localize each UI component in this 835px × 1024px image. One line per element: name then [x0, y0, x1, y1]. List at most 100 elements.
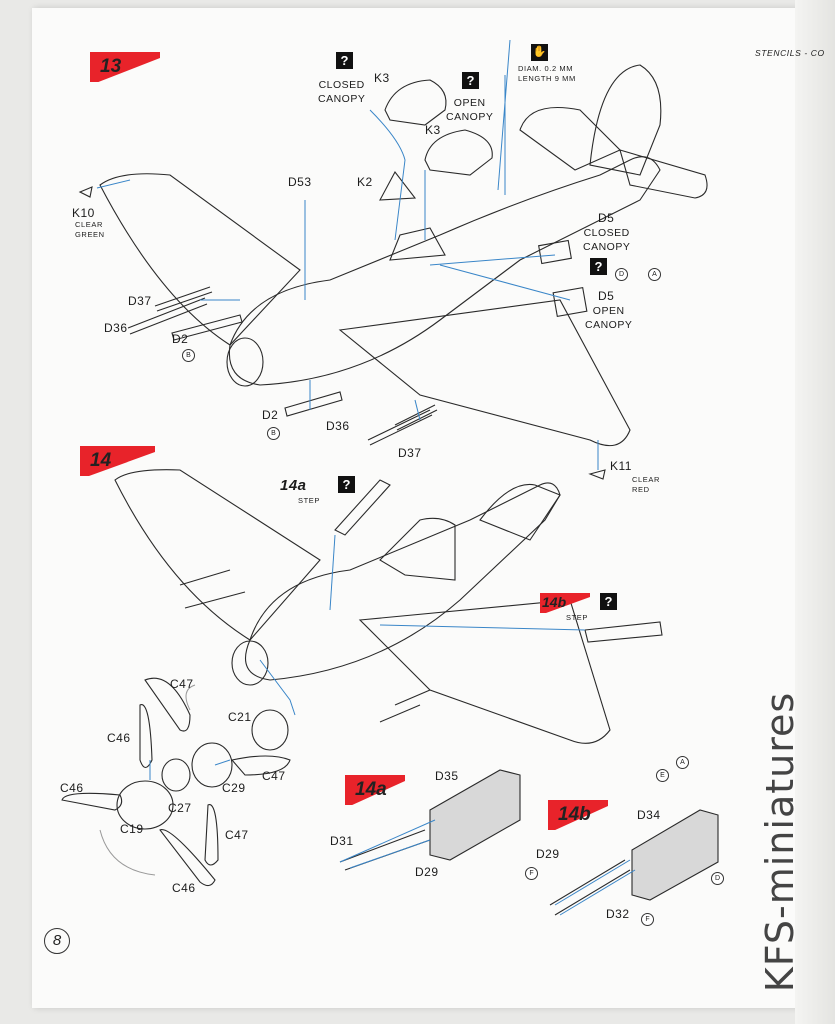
step14-cockpit	[379, 517, 456, 581]
exhaust-d2-left	[171, 314, 243, 341]
part-label-c19: C19	[120, 822, 144, 836]
part-label-d35: D35	[435, 769, 459, 783]
step14-cannons-bottom	[379, 689, 431, 723]
d5-closed-note: CLOSED CANOPY	[583, 227, 631, 254]
paint-code-b: B	[267, 427, 280, 440]
exhaust-d2-bottom	[284, 391, 343, 417]
step-13-flag: 13	[90, 52, 160, 82]
step13-right-wing	[338, 299, 631, 447]
part-label-d2-left: D2	[172, 332, 189, 346]
part-label-c46: C46	[107, 731, 131, 745]
armor-d5-closed	[538, 239, 572, 265]
armor-d5-open	[552, 286, 588, 318]
k10-color-note: CLEAR GREEN	[75, 220, 105, 239]
step13-left-wing	[99, 173, 301, 346]
paint-code-d: D	[615, 268, 628, 281]
part-label-c46-far: C46	[60, 781, 84, 795]
detail-14b-box	[631, 809, 719, 901]
paint-code-f: F	[641, 913, 654, 926]
paint-code-b: B	[182, 349, 195, 362]
page-number: 8	[44, 928, 70, 954]
part-label-k10: K10	[72, 206, 95, 220]
optional-part-icon: ?	[336, 52, 353, 69]
blade-c47-lower	[204, 804, 219, 866]
optional-part-icon: ?	[462, 72, 479, 89]
paint-code-e: E	[656, 769, 669, 782]
part-label-k11: K11	[610, 459, 632, 473]
watermark: KFS-miniatures	[758, 691, 803, 993]
part-label-d37-bottom: D37	[398, 446, 422, 460]
open-canopy-label: OPEN CANOPY	[446, 97, 494, 124]
detail-14a-box	[429, 769, 521, 861]
part-label-c47-bottom: C47	[225, 828, 249, 842]
blade-c47-right	[230, 755, 291, 776]
hub-c27	[161, 758, 191, 792]
blade-c46-upper	[139, 704, 153, 769]
blade-c47-top	[144, 677, 191, 732]
part-label-k3-open: K3	[425, 123, 441, 137]
step-14a-inline-label: 14a	[280, 477, 307, 494]
part-label-d5-closed: D5	[598, 211, 615, 225]
part-label-c47-top: C47	[170, 677, 194, 691]
blade-c46-lower	[159, 829, 216, 887]
step-14a-tube	[334, 479, 391, 536]
cannon-d36-bottom	[367, 409, 433, 446]
step-14a-detail-flag: 14a	[345, 775, 405, 805]
step-14b-detail-flag: 14b	[548, 800, 608, 830]
step14-tail	[479, 483, 561, 541]
step14-fuselage	[245, 482, 561, 681]
closed-canopy-label: CLOSED CANOPY	[318, 79, 366, 106]
part-label-d2-bottom: D2	[262, 408, 279, 422]
detail-14b-tubes	[549, 859, 631, 916]
step-14b-tube	[584, 621, 663, 643]
part-label-d5-open: D5	[598, 289, 615, 303]
step14-left-wing	[114, 469, 321, 641]
step13-spinner	[226, 337, 264, 387]
paint-code-d: D	[711, 872, 724, 885]
cannon-d37-bottom	[394, 404, 438, 431]
canopy-closed-part	[384, 79, 447, 126]
part-label-d29: D29	[415, 865, 439, 879]
next-page-edge	[795, 0, 835, 1024]
part-label-c47-right: C47	[262, 769, 286, 783]
step13-tailplane-right	[619, 149, 708, 199]
hub-c21	[251, 709, 289, 751]
part-label-d34: D34	[637, 808, 661, 822]
wingtip-light-k11	[588, 469, 606, 480]
spinner-c19	[116, 780, 174, 830]
cannon-d37-left	[154, 286, 213, 312]
optional-part-icon: ?	[338, 476, 355, 493]
optional-part-icon: ?	[600, 593, 617, 610]
part-label-d37-left: D37	[128, 294, 152, 308]
step13-tail-fin	[589, 64, 662, 176]
step13-tailplane-left	[519, 106, 621, 171]
step-14a-inline-sub: STEP	[298, 496, 320, 505]
paint-code-f: F	[525, 867, 538, 880]
step-14b-inline-flag: 14b	[540, 593, 590, 613]
blade-c46-left	[61, 792, 123, 811]
part-label-d36-bottom: D36	[326, 419, 350, 433]
part-label-c27: C27	[168, 801, 192, 815]
part-label-d36-left: D36	[104, 321, 128, 335]
part-label-c29: C29	[222, 781, 246, 795]
leader-lines	[96, 39, 636, 916]
backplate-c29	[191, 742, 233, 788]
step-14-flag: 14	[80, 446, 155, 476]
part-label-d29-b: D29	[536, 847, 560, 861]
part-label-d32: D32	[606, 907, 630, 921]
step14-cannons-left	[179, 569, 246, 609]
part-label-k3: K3	[374, 71, 390, 85]
windscreen-k2	[379, 170, 417, 201]
part-label-k2: K2	[357, 175, 373, 189]
paint-code-a: A	[676, 756, 689, 769]
d5-open-note: OPEN CANOPY	[585, 305, 633, 332]
rotation-arrows	[99, 684, 196, 876]
step-14b-inline-sub: STEP	[566, 613, 588, 622]
stencils-header: STENCILS - CO	[755, 48, 825, 58]
part-label-d31: D31	[330, 834, 354, 848]
step13-cockpit	[389, 227, 446, 261]
wingtip-light-k10	[78, 186, 93, 198]
cannon-d36-left	[127, 297, 208, 335]
part-label-d53: D53	[288, 175, 312, 189]
